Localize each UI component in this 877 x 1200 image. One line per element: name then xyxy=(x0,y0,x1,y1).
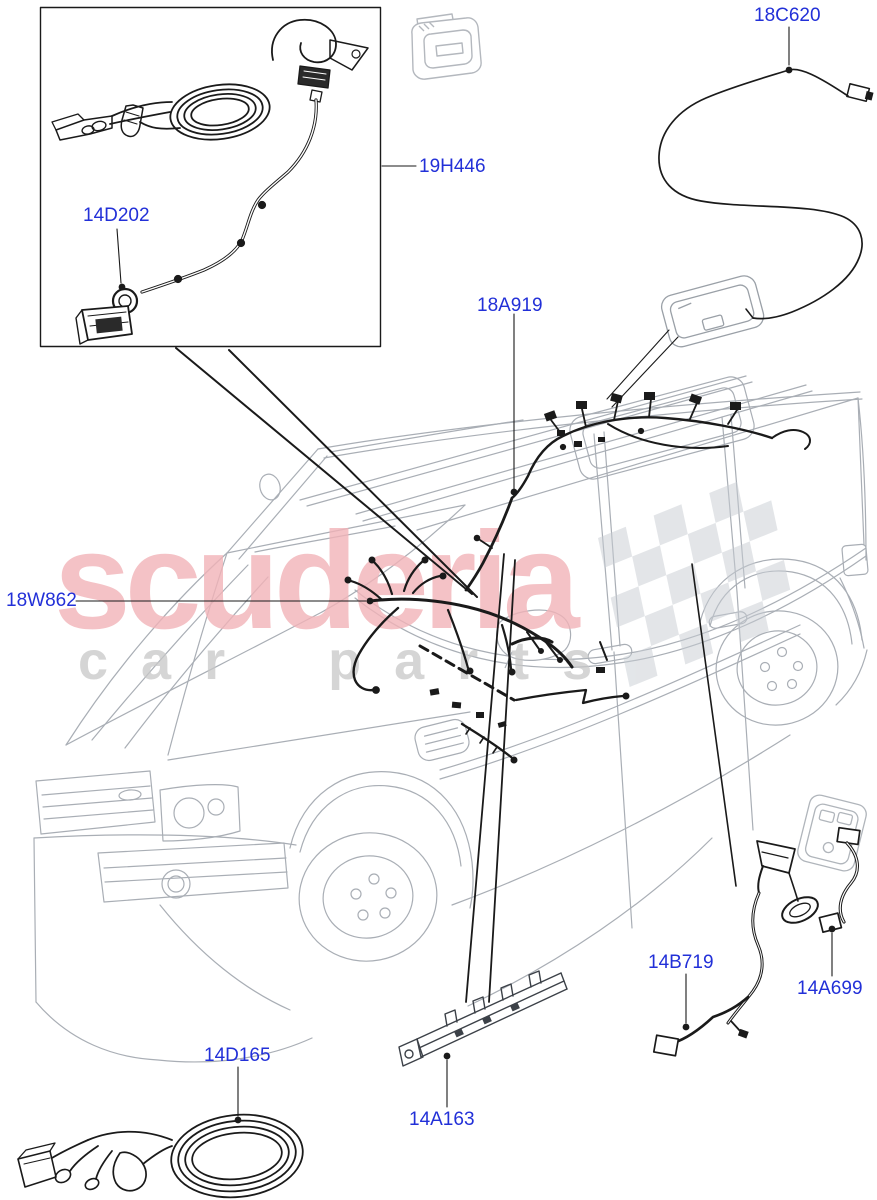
sill-bracket-drawing xyxy=(398,970,568,1067)
roof-harness-drawing xyxy=(464,392,811,592)
door-harness-drawing xyxy=(652,840,819,1057)
inset-box xyxy=(39,6,382,348)
callout-sill-bracket[interactable]: 14A163 xyxy=(409,1109,475,1130)
cable-assembly-drawing xyxy=(17,1113,304,1199)
callout-inset-harness[interactable]: 19H446 xyxy=(419,156,486,177)
callout-inset-connector[interactable]: 14D202 xyxy=(83,205,150,226)
watermark-brand-text: scuderia xyxy=(54,504,580,658)
fender-vent xyxy=(414,718,470,762)
antenna-cable-drawing xyxy=(658,68,874,320)
callout-main-body-harness[interactable]: 18W862 xyxy=(6,590,77,611)
socket-module-icon xyxy=(411,13,482,80)
console-harness-drawing xyxy=(818,826,861,934)
callout-leader-lines xyxy=(75,26,836,1124)
checkered-flag-icon xyxy=(598,481,791,687)
main-body-harness-drawing xyxy=(344,556,630,764)
vehicle-line-drawing xyxy=(33,375,869,1063)
callout-cable-assembly[interactable]: 14D165 xyxy=(204,1045,271,1066)
callout-door-harness[interactable]: 14B719 xyxy=(648,952,714,973)
callout-console-harness[interactable]: 14A699 xyxy=(797,978,863,999)
callout-antenna-cable[interactable]: 18C620 xyxy=(754,5,821,26)
interior-lamp xyxy=(660,275,765,348)
inset-harness-drawing xyxy=(51,18,369,345)
overhead-console xyxy=(797,794,867,872)
callout-roof-harness[interactable]: 18A919 xyxy=(477,295,543,316)
